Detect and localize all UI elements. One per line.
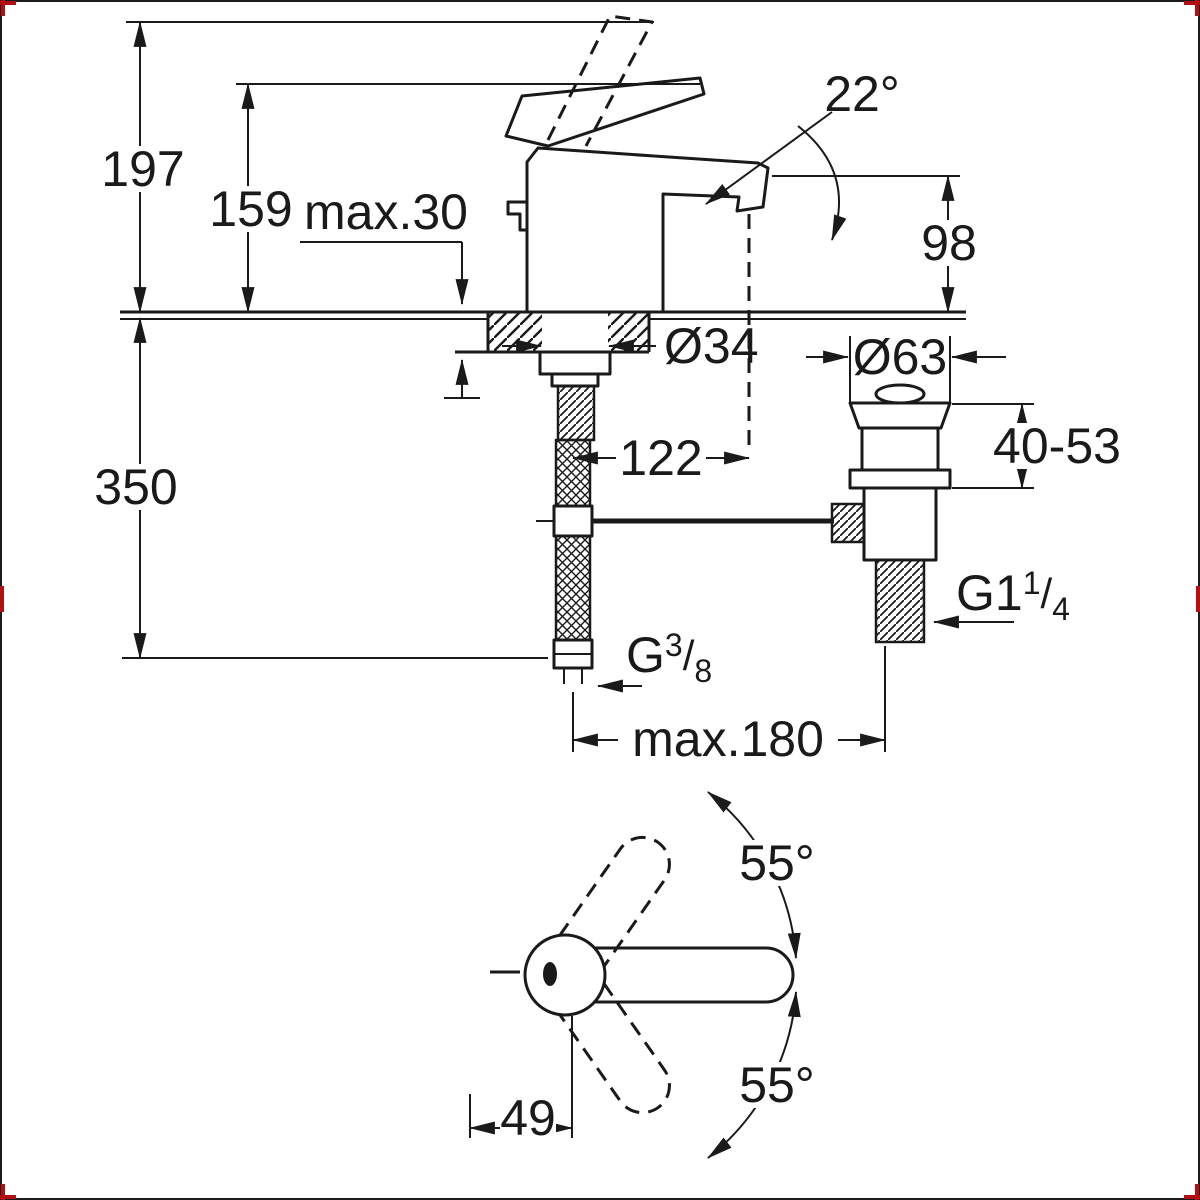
handle-top-view: 55° 55° [490, 791, 820, 1159]
threaded-shank [556, 384, 596, 442]
body-side-tab-outline [506, 200, 527, 232]
dimension-label-max180: max.180 [632, 711, 824, 767]
handle-raised-dashed-outline [546, 14, 654, 147]
crop-mark-bottom-right [1184, 1184, 1200, 1200]
dimension-spout-angle-22: 22° [705, 66, 900, 242]
washer [550, 372, 600, 388]
label-backing [98, 146, 188, 192]
dimension-adjustment-range-4053: 40-53 [952, 402, 1122, 490]
dimension-label-d34: Ø34 [664, 318, 759, 374]
crop-mark-top-left [0, 0, 16, 16]
dimension-label-d63: Ø63 [853, 329, 948, 385]
ball-joint-nut [830, 502, 866, 544]
crop-mark-top-right [1184, 0, 1200, 16]
dimension-height-159: 159 [206, 82, 700, 314]
angle-arc [797, 125, 847, 242]
pop-up-waste-assembly [830, 383, 952, 644]
dimension-label-55-upper: 55° [739, 835, 815, 891]
mounting-nut [538, 350, 612, 376]
dimension-label-max30: max.30 [304, 184, 468, 240]
dimension-label-159: 159 [209, 181, 292, 237]
dimension-label-98: 98 [921, 215, 977, 271]
label-backing [920, 220, 978, 266]
label-backing [852, 334, 948, 380]
handle-swing-up-dashed-outline [558, 835, 671, 968]
label-backing [500, 1096, 556, 1140]
dimension-handle-offset-49: 49 [468, 1016, 574, 1146]
under-deck-assembly [536, 350, 834, 684]
dimension-label-350: 350 [94, 459, 177, 515]
dimension-label-g114: G11/4 [956, 565, 1070, 627]
dimension-label-4053: 40-53 [993, 418, 1121, 474]
handle-swing-down-dashed-outline [558, 982, 671, 1115]
label-backing [90, 464, 182, 510]
label-backing [734, 1062, 820, 1108]
label-backing [616, 435, 706, 481]
dimension-label-55-lower: 55° [739, 1057, 815, 1113]
handle-lever-outline [504, 76, 706, 148]
drain-tailpiece-thread [874, 558, 926, 644]
dimension-label-22deg: 22° [824, 66, 900, 122]
dimension-label-g38: G3/8 [626, 627, 712, 689]
dimension-spout-height-98: 98 [772, 174, 978, 314]
label-backing [992, 423, 1122, 469]
spout-outline [653, 154, 770, 312]
dimension-flange-diameter-63: Ø63 [806, 329, 1006, 402]
dimension-spout-reach-122: 122 [571, 430, 751, 486]
dimension-label-49: 49 [500, 1090, 556, 1146]
pop-up-rod-clamp [552, 504, 594, 538]
dimension-hole-diameter-34: Ø34 [502, 318, 759, 374]
dimension-total-height-197: 197 [98, 20, 654, 314]
dimension-hose-length-350: 350 [90, 316, 548, 660]
drain-lower-body [862, 486, 938, 562]
dimension-drain-thread-g114: G11/4 [932, 565, 1070, 629]
label-backing [206, 186, 296, 232]
cartridge-marker [543, 962, 557, 986]
pop-up-knob [874, 383, 926, 405]
mounting-deck [120, 310, 966, 354]
dimension-deck-thickness-max30: max.30 [300, 184, 480, 399]
flexible-supply-hose [554, 438, 592, 642]
label-backing [734, 840, 820, 886]
dimension-label-122: 122 [619, 430, 702, 486]
drain-lock-ring [848, 468, 952, 490]
faucet-side-view [504, 14, 770, 452]
crop-mark-bottom-left [0, 1184, 16, 1200]
faucet-body-left-outline [525, 146, 655, 312]
leader-line [705, 111, 833, 205]
handle-lever-top-outline [594, 946, 795, 1004]
faucet-body-top-outline [523, 933, 607, 1017]
label-backing [618, 716, 838, 762]
dimension-max-drain-distance-180: max.180 [571, 646, 887, 767]
dimension-label-197: 197 [101, 141, 184, 197]
drain-flange [848, 401, 952, 430]
dimension-supply-thread-g38: G3/8 [596, 627, 712, 693]
